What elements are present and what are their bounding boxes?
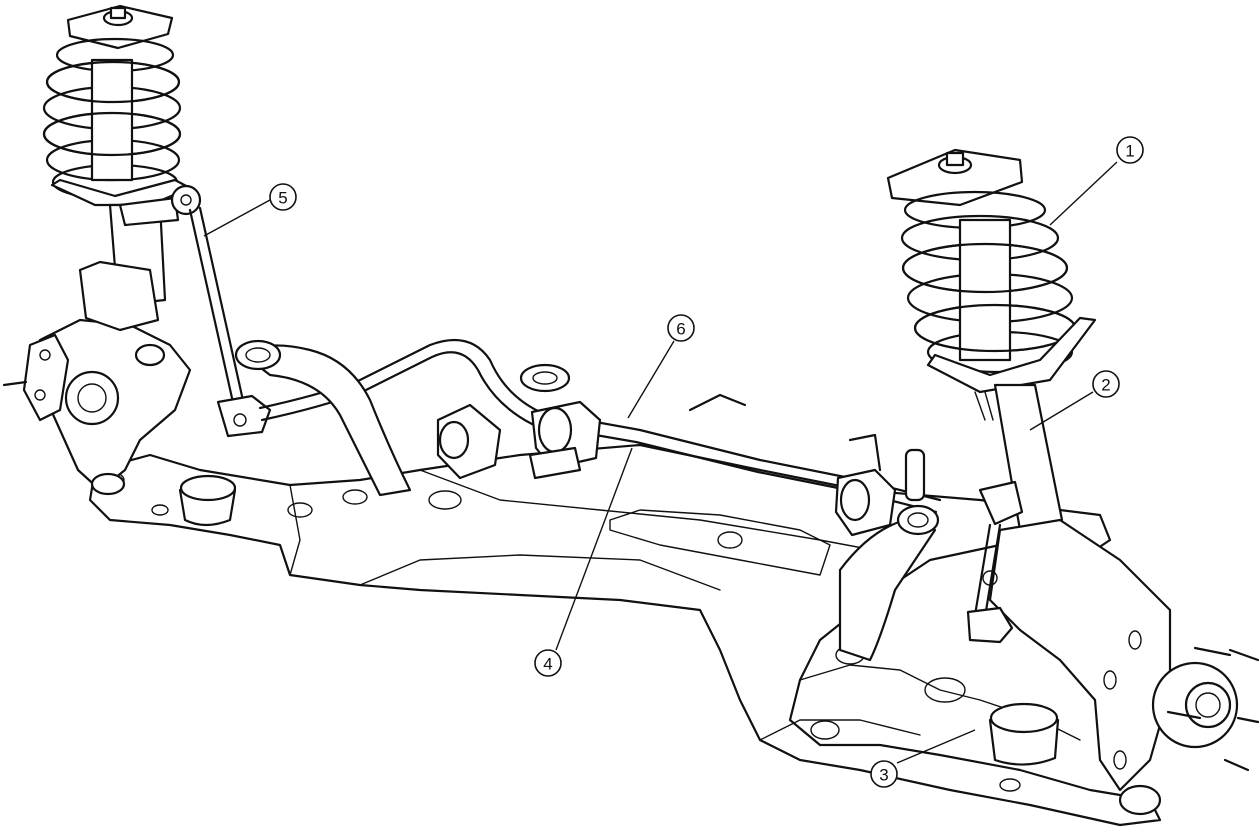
center-mount [519,363,926,502]
callout-2: 2 [1029,370,1120,431]
callout-1: 1 [1049,136,1144,226]
callout-3-label: 3 [879,766,888,785]
left-lower-arm [234,339,412,497]
left-strut-assembly [2,4,192,496]
right-lower-arm [838,504,940,662]
callout-4-label: 4 [543,655,552,674]
callout-3: 3 [870,729,976,788]
callout-5-label: 5 [278,189,287,208]
right-strut-assembly [886,148,1259,816]
stabilizer-bar [258,338,942,537]
left-stabilizer-link [170,184,272,438]
mount-bushing-left [178,474,237,527]
right-stabilizer-link [966,480,1024,644]
callout-2-label: 2 [1101,376,1110,395]
callout-4: 4 [534,447,633,677]
callout-6-label: 6 [676,320,685,339]
mount-bushing-right [988,702,1060,766]
callout-5: 5 [203,183,297,237]
callout-6: 6 [627,314,695,419]
callout-1-label: 1 [1125,142,1134,161]
